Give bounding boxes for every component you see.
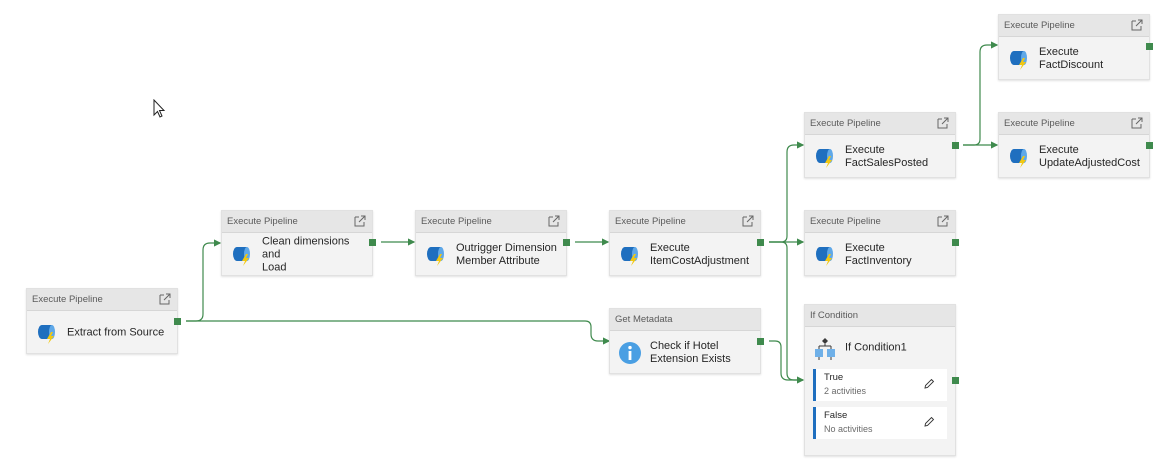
activity-check-hotel-extension[interactable]: Get Metadata Check if Hotel Extension Ex… <box>609 308 764 374</box>
pipeline-bolt-icon <box>1010 51 1027 70</box>
success-output-port[interactable] <box>757 239 764 246</box>
pipeline-bolt-icon <box>816 149 833 168</box>
open-external-icon[interactable] <box>353 214 367 228</box>
activity-type-label: Execute Pipeline <box>999 113 1149 135</box>
success-output-port[interactable] <box>174 318 181 325</box>
activity-name: Check if Hotel Extension Exists <box>650 340 731 365</box>
edge-itemcost-ifcond <box>769 241 805 384</box>
open-external-icon[interactable] <box>158 292 172 306</box>
activity-type-text: Execute Pipeline <box>615 216 686 227</box>
activity-type-text: If Condition <box>810 310 859 321</box>
activity-type-label: Execute Pipeline <box>27 289 177 311</box>
activity-execute-factinventory[interactable]: Execute Pipeline Execute FactInventory <box>804 210 959 276</box>
activity-type-text: Execute Pipeline <box>810 118 881 129</box>
open-external-icon[interactable] <box>547 214 561 228</box>
pipeline-bolt-icon <box>38 325 55 344</box>
activity-type-text: Execute Pipeline <box>1004 20 1075 31</box>
success-output-port[interactable] <box>757 338 764 345</box>
true-branch[interactable]: True 2 activities <box>813 369 947 401</box>
activity-type-text: Get Metadata <box>615 314 673 325</box>
branch-activity-count: 2 activities <box>824 386 867 396</box>
activity-execute-factsalesposted[interactable]: Execute Pipeline Execute FactSalesPosted <box>804 112 959 178</box>
activity-execute-factdiscount[interactable]: Execute Pipeline Execute FactDiscount <box>998 14 1153 80</box>
activity-type-text: Execute Pipeline <box>421 216 492 227</box>
activity-name: Execute ItemCostAdjustment <box>650 242 750 267</box>
branch-title: True <box>824 372 844 383</box>
activity-type-label: Execute Pipeline <box>999 15 1149 37</box>
open-external-icon[interactable] <box>936 214 950 228</box>
open-external-icon[interactable] <box>936 116 950 130</box>
activity-type-text: Execute Pipeline <box>810 216 881 227</box>
edge-salesposted-discount <box>963 41 999 146</box>
activity-name: Execute FactSalesPosted <box>845 144 929 169</box>
activity-clean-dimensions-and-load[interactable]: Execute Pipeline Clean dimensions and Lo… <box>221 210 376 276</box>
success-output-port[interactable] <box>952 142 959 149</box>
info-icon <box>619 342 641 364</box>
pipeline-bolt-icon <box>427 247 444 266</box>
success-output-port[interactable] <box>1146 142 1153 149</box>
pipeline-bolt-icon <box>816 247 833 266</box>
activity-name: Execute UpdateAdjustedCost <box>1039 144 1140 169</box>
if-condition-icon <box>815 338 835 360</box>
activity-type-label: If Condition <box>805 305 955 327</box>
branch-activity-count: No activities <box>824 424 873 434</box>
open-external-icon[interactable] <box>1130 116 1144 130</box>
pencil-icon[interactable] <box>923 378 935 390</box>
activity-name: Outrigger Dimension Member Attribute <box>456 242 557 267</box>
activity-type-label: Get Metadata <box>610 309 760 331</box>
edge-extract-metadata <box>186 320 611 345</box>
activity-name: Execute FactDiscount <box>1039 46 1104 71</box>
open-external-icon[interactable] <box>1130 18 1144 32</box>
success-output-port[interactable] <box>952 239 959 246</box>
pipeline-bolt-icon <box>233 247 250 266</box>
activity-type-text: Execute Pipeline <box>227 216 298 227</box>
pipeline-bolt-icon <box>1010 149 1027 168</box>
open-external-icon[interactable] <box>741 214 755 228</box>
activity-name: Execute FactInventory <box>845 242 912 267</box>
success-output-port[interactable] <box>563 239 570 246</box>
success-output-port[interactable] <box>1146 43 1153 50</box>
pencil-icon[interactable] <box>923 416 935 428</box>
edge-extract-clean <box>186 239 222 322</box>
pipeline-bolt-icon <box>621 247 638 266</box>
activity-type-label: Execute Pipeline <box>222 211 372 233</box>
activity-extract-from-source[interactable]: Execute Pipeline Extract from Source <box>26 288 181 354</box>
activity-execute-updateadjustedcost[interactable]: Execute Pipeline Execute UpdateAdjustedC… <box>998 112 1153 178</box>
activity-type-text: Execute Pipeline <box>32 294 103 305</box>
activity-execute-itemcostadjustment[interactable]: Execute Pipeline Execute ItemCostAdjustm… <box>609 210 764 276</box>
edge-itemcost-salesposted <box>769 141 805 243</box>
edge-metadata-ifcond <box>769 340 803 381</box>
activity-type-label: Execute Pipeline <box>610 211 760 233</box>
activity-name: If Condition1 <box>845 341 907 354</box>
activity-type-text: Execute Pipeline <box>1004 118 1075 129</box>
activity-type-label: Execute Pipeline <box>805 211 955 233</box>
activity-outrigger-dimension[interactable]: Execute Pipeline Outrigger Dimension Mem… <box>415 210 570 276</box>
activity-type-label: Execute Pipeline <box>805 113 955 135</box>
activity-name: Clean dimensions and Load <box>262 235 350 274</box>
false-branch[interactable]: False No activities <box>813 407 947 439</box>
activity-name: Extract from Source <box>67 326 165 339</box>
activity-type-label: Execute Pipeline <box>416 211 566 233</box>
success-output-port[interactable] <box>952 377 959 384</box>
activity-if-condition1[interactable]: If Condition If Condition1 True 2 activi… <box>804 304 959 456</box>
mouse-cursor-icon <box>153 99 166 118</box>
success-output-port[interactable] <box>369 239 376 246</box>
branch-title: False <box>824 410 848 421</box>
